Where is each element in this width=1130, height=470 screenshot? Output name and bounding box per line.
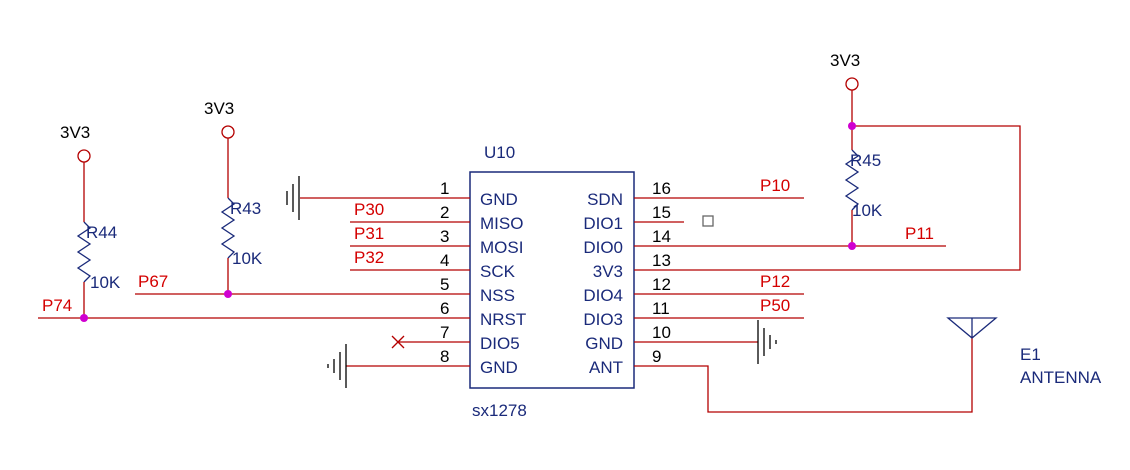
net-label-p32: P32 [354, 248, 384, 267]
pin-number: 6 [440, 299, 449, 318]
pin-name: GND [585, 334, 623, 353]
pin-name: DIO3 [583, 310, 623, 329]
resistor-r44[interactable] [76, 149, 92, 318]
pin-number: 2 [440, 203, 449, 222]
pin-number: 3 [440, 227, 449, 246]
pin-name: ANT [589, 358, 623, 377]
r45-value: 10K [852, 201, 883, 220]
resistor-r45[interactable] [844, 77, 860, 246]
r43-ref: R43 [230, 199, 261, 218]
pin-name: NRST [480, 310, 526, 329]
net-label-p11: P11 [905, 224, 934, 243]
chip-value: sx1278 [472, 401, 527, 420]
net-label-p74: P74 [42, 296, 72, 315]
pin-name: 3V3 [593, 262, 623, 281]
power-label-3v3: 3V3 [830, 51, 860, 70]
pin-name: MOSI [480, 238, 523, 257]
pin-number: 5 [440, 275, 449, 294]
net-label-p10: P10 [760, 176, 790, 195]
r44-ref: R44 [86, 223, 117, 242]
right-pin-stubs [634, 197, 684, 367]
power-label-3v3: 3V3 [204, 99, 234, 118]
pin-name: DIO5 [480, 334, 520, 353]
junction-dot [848, 242, 856, 250]
pin-number: 7 [440, 323, 449, 342]
pin-number: 1 [440, 179, 449, 198]
open-terminal-square [702, 215, 714, 227]
net-label-p31: P31 [354, 224, 384, 243]
pin-name: MISO [480, 214, 523, 233]
resistor-r43[interactable] [220, 125, 236, 294]
pin-name: DIO0 [583, 238, 623, 257]
left-pin-stubs [420, 197, 470, 367]
pin-name: SCK [480, 262, 516, 281]
r44-value: 10K [90, 273, 121, 292]
wire-3v3-loop [684, 125, 1021, 271]
ground-symbol [327, 344, 420, 388]
pin-number: 12 [652, 275, 671, 294]
pin-name: DIO1 [583, 214, 623, 233]
chip-ref: U10 [484, 143, 515, 162]
pin-name: SDN [587, 190, 623, 209]
antenna-value: ANTENNA [1020, 368, 1102, 387]
junction-dot [848, 122, 856, 130]
net-label-p12: P12 [760, 272, 790, 291]
chip-body[interactable] [469, 171, 635, 389]
pin-number: 4 [440, 251, 449, 270]
pin-number: 9 [652, 347, 661, 366]
net-label-p67: P67 [138, 272, 168, 291]
antenna-icon[interactable] [946, 317, 998, 339]
net-label-p30: P30 [354, 200, 384, 219]
net-label-p50: P50 [760, 296, 790, 315]
junction-dot [224, 290, 232, 298]
pin-number: 8 [440, 347, 449, 366]
pin-number: 10 [652, 323, 671, 342]
pin-name: DIO4 [583, 286, 623, 305]
pin-number: 13 [652, 251, 671, 270]
ground-symbol [684, 320, 777, 364]
pin-name: GND [480, 358, 518, 377]
pin-name: NSS [480, 286, 515, 305]
antenna-ref: E1 [1020, 345, 1041, 364]
pin-number: 15 [652, 203, 671, 222]
r45-ref: R45 [850, 151, 881, 170]
ground-symbol [286, 176, 420, 220]
no-connect-marker [391, 335, 420, 349]
pin-name: GND [480, 190, 518, 209]
pin-number: 14 [652, 227, 671, 246]
junction-dot [80, 314, 88, 322]
pin-number: 16 [652, 179, 671, 198]
r43-value: 10K [232, 249, 263, 268]
pin-number: 11 [652, 299, 670, 318]
power-label-3v3: 3V3 [60, 123, 90, 142]
wire-antenna [684, 336, 973, 413]
